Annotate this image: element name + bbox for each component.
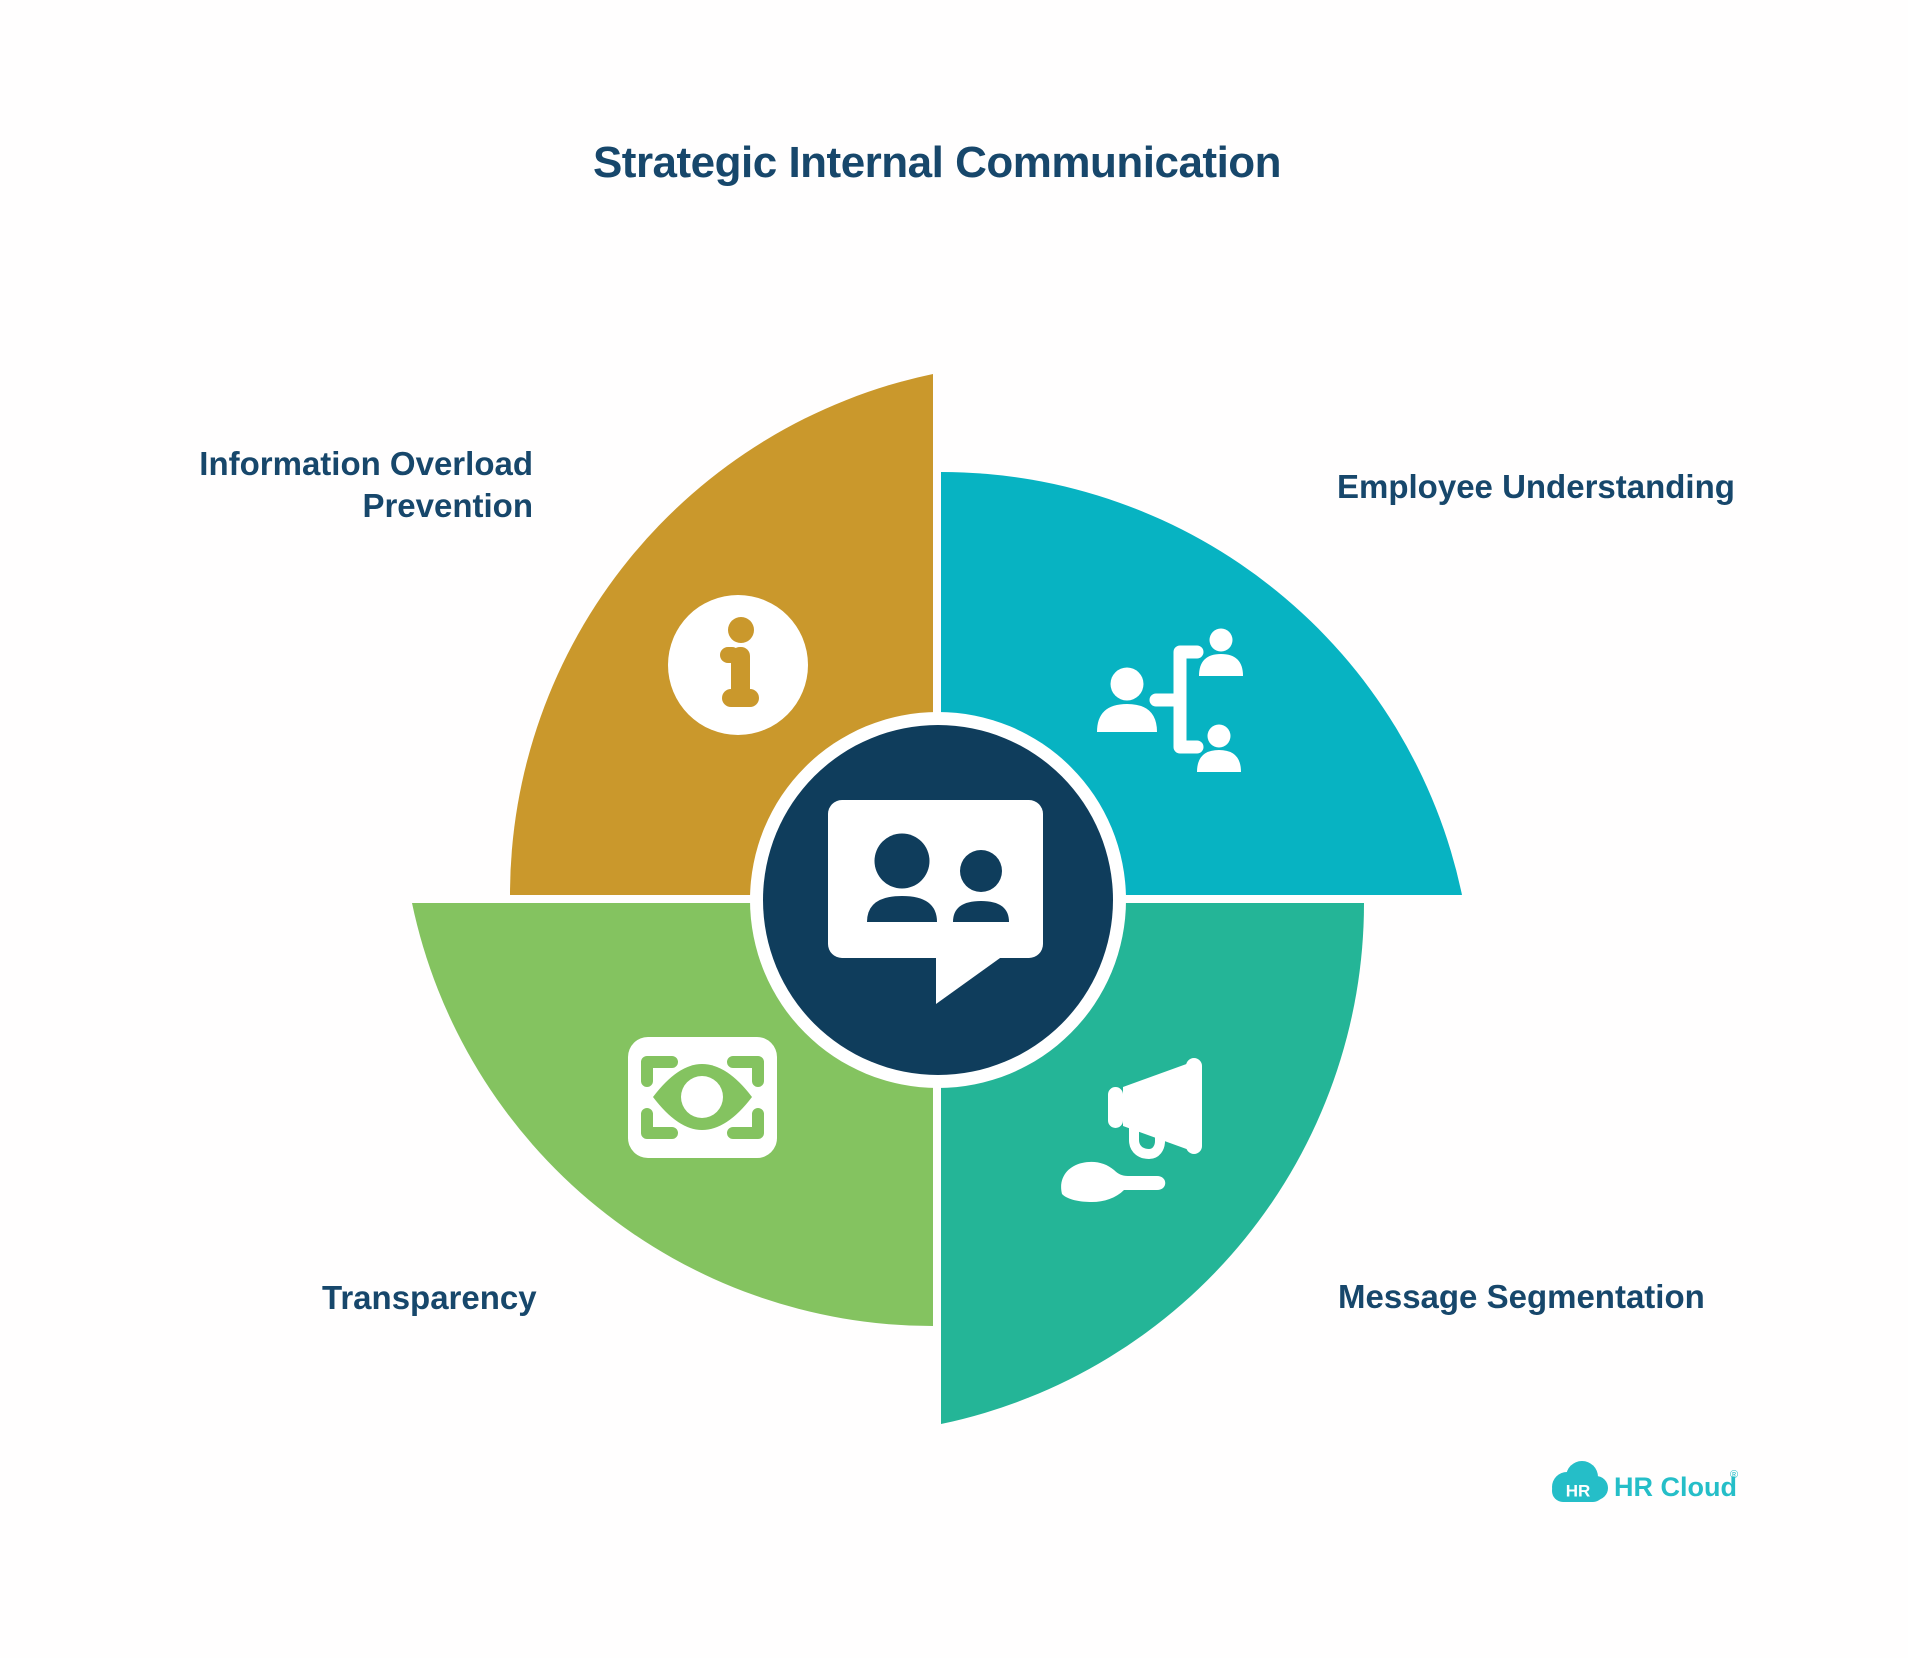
logo-trademark: ® [1730,1469,1738,1481]
org-small-body-bottom [1197,750,1241,772]
info-icon-stem [731,647,750,699]
open-hand [1061,1161,1166,1202]
megaphone-bell [1186,1058,1202,1154]
eye-pupil [681,1076,723,1118]
label-message-segmentation: Message Segmentation [1338,1278,1705,1315]
label-information-overload-prevention: Information Overload Prevention [133,443,533,527]
eye-bracket-br [727,1108,764,1139]
megaphone-cone [1123,1062,1192,1151]
center-hub [750,712,1126,1088]
label-line: Prevention [362,486,533,524]
label-transparency: Transparency [322,1279,537,1316]
page-title: Strategic Internal Communication [592,138,1282,187]
label-employee-understanding: Employee Understanding [1337,468,1735,505]
megaphone-handle [1129,1113,1165,1160]
eye-bracket-tr [727,1056,764,1087]
org-big-head [1110,667,1144,701]
speech-bubble [828,800,1043,958]
org-small-head-top [1209,628,1233,652]
logo-wordmark: HR Cloud [1614,1472,1737,1502]
org-big-body [1097,704,1157,732]
org-people-icon [1097,628,1243,772]
label-line: Information Overload [199,445,533,482]
hr-cloud-badge: HR [1552,1461,1608,1502]
person-large-head [874,833,930,889]
hr-cloud-logo: HR HR Cloud ® [1552,1461,1738,1502]
org-bracket [1149,645,1204,754]
eye-bracket-tl [641,1056,678,1087]
info-icon-dot [728,617,754,643]
org-small-head-bottom [1207,724,1231,748]
person-small-head [960,850,1002,892]
info-icon [668,595,808,735]
person-large-body [867,896,937,922]
eye-scan-icon [628,1037,777,1158]
megaphone-hand-icon [1061,1058,1202,1202]
chat-people-icon [828,800,1043,1004]
megaphone-mouthpiece [1108,1087,1123,1128]
speech-bubble-tail [936,948,1014,1004]
org-small-body-top [1199,654,1243,676]
person-small-body [953,901,1009,922]
eye-bracket-bl [641,1108,678,1139]
cloud-base [1552,1480,1604,1502]
info-icon-base [722,689,759,707]
logo-badge-text: HR [1566,1482,1591,1501]
